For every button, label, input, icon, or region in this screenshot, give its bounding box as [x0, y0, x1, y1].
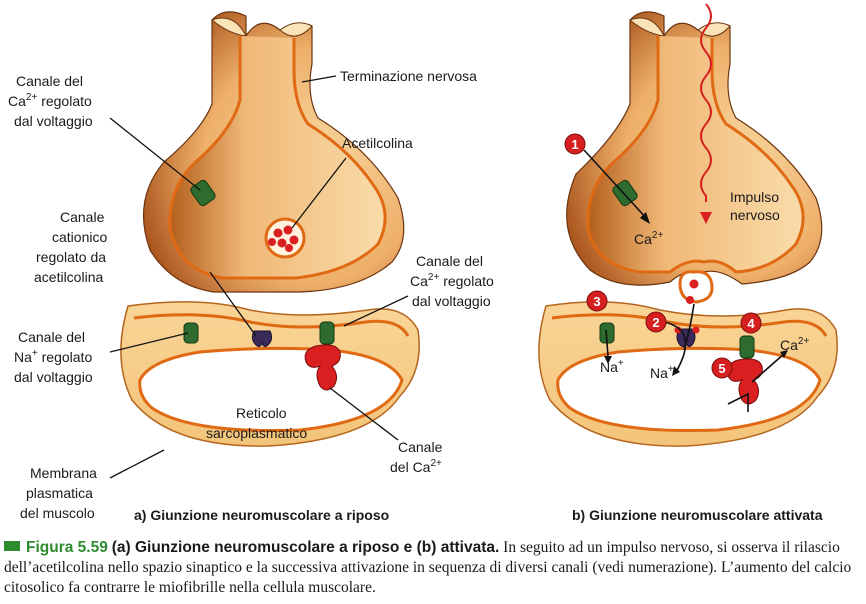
svg-text:Membrana: Membrana: [30, 465, 97, 481]
svg-text:Canale del: Canale del: [416, 253, 483, 269]
label-acetylcholine: Acetilcolina: [342, 135, 413, 151]
svg-text:5: 5: [718, 361, 725, 376]
panel-b: 1 2 3 4 5 Impulso nervoso Ca2+ Na+ Na+ C…: [538, 3, 838, 523]
figure-caption: Figura 5.59 (a) Giunzione neuromuscolare…: [4, 538, 860, 598]
svg-text:cationico: cationico: [52, 229, 107, 245]
ca-channel-muscle-b: [739, 335, 755, 359]
svg-text:dal voltaggio: dal voltaggio: [14, 113, 93, 129]
svg-text:2: 2: [652, 315, 659, 330]
svg-text:Ca2+ regolato: Ca2+ regolato: [8, 92, 92, 109]
labels-a: Canale del Ca2+ regolato dal voltaggio T…: [8, 68, 494, 523]
svg-text:del muscolo: del muscolo: [20, 505, 95, 521]
svg-text:Reticolo: Reticolo: [236, 405, 287, 421]
svg-text:Ca2+: Ca2+: [780, 336, 809, 353]
svg-text:Canale del: Canale del: [18, 329, 85, 345]
sr-ca-channel-a: [304, 344, 341, 391]
figure-text: In seguito ad un impulso nervoso, si oss…: [4, 539, 852, 596]
svg-text:Na+: Na+: [600, 358, 624, 375]
svg-text:del Ca2+: del Ca2+: [390, 458, 442, 475]
muscle-cell-b: [538, 301, 838, 447]
svg-text:Na+: Na+: [650, 364, 674, 381]
book-icon: [4, 541, 20, 551]
panel-a-caption: a) Giunzione neuromuscolare a riposo: [134, 507, 389, 523]
acetylcholine-vesicle: [264, 217, 306, 259]
leader-lines-a: [109, 75, 409, 479]
svg-text:dal voltaggio: dal voltaggio: [14, 369, 93, 385]
cation-channel-a: [251, 330, 273, 348]
svg-text:4: 4: [747, 316, 755, 331]
step-badges: 1 2 3 4 5: [564, 133, 762, 379]
ca-channel-muscle-a: [319, 321, 335, 345]
svg-text:Impulso: Impulso: [730, 189, 779, 205]
nerve-impulse-arrow: [700, 3, 712, 202]
nerve-terminal-b: [566, 11, 823, 304]
svg-text:Ca2+ regolato: Ca2+ regolato: [410, 272, 494, 289]
svg-text:Canale: Canale: [398, 439, 443, 455]
svg-text:plasmatica: plasmatica: [26, 485, 93, 501]
panel-a: Canale del Ca2+ regolato dal voltaggio T…: [8, 11, 494, 523]
svg-text:Ca2+: Ca2+: [634, 230, 663, 247]
svg-text:3: 3: [593, 294, 600, 309]
svg-text:regolato da: regolato da: [36, 249, 106, 265]
svg-text:Canale: Canale: [60, 209, 105, 225]
svg-text:nervoso: nervoso: [730, 207, 780, 223]
na-channel-a: [183, 322, 199, 344]
nerve-terminal-a: [143, 11, 405, 293]
figure-title: (a) Giunzione neuromuscolare a riposo e …: [111, 539, 500, 556]
svg-text:sarcoplasmatico: sarcoplasmatico: [206, 425, 307, 441]
svg-text:dal voltaggio: dal voltaggio: [412, 293, 491, 309]
svg-text:Na+ regolato: Na+ regolato: [14, 348, 92, 365]
figure-number: Figura 5.59: [26, 539, 108, 556]
svg-text:1: 1: [571, 137, 578, 152]
labels-b: Impulso nervoso Ca2+ Na+ Na+ Ca2+ b) Giu…: [572, 189, 823, 523]
label-nerve-terminal: Terminazione nervosa: [340, 68, 477, 84]
svg-text:acetilcolina: acetilcolina: [34, 269, 103, 285]
label-ca-channel-1: Canale del: [16, 73, 83, 89]
panel-b-caption: b) Giunzione neuromuscolare attivata: [572, 507, 823, 523]
ion-arrows-b: [605, 303, 785, 412]
ca-channel-terminal-a: [190, 179, 216, 207]
neuromuscular-junction-figure: Canale del Ca2+ regolato dal voltaggio T…: [8, 3, 838, 523]
